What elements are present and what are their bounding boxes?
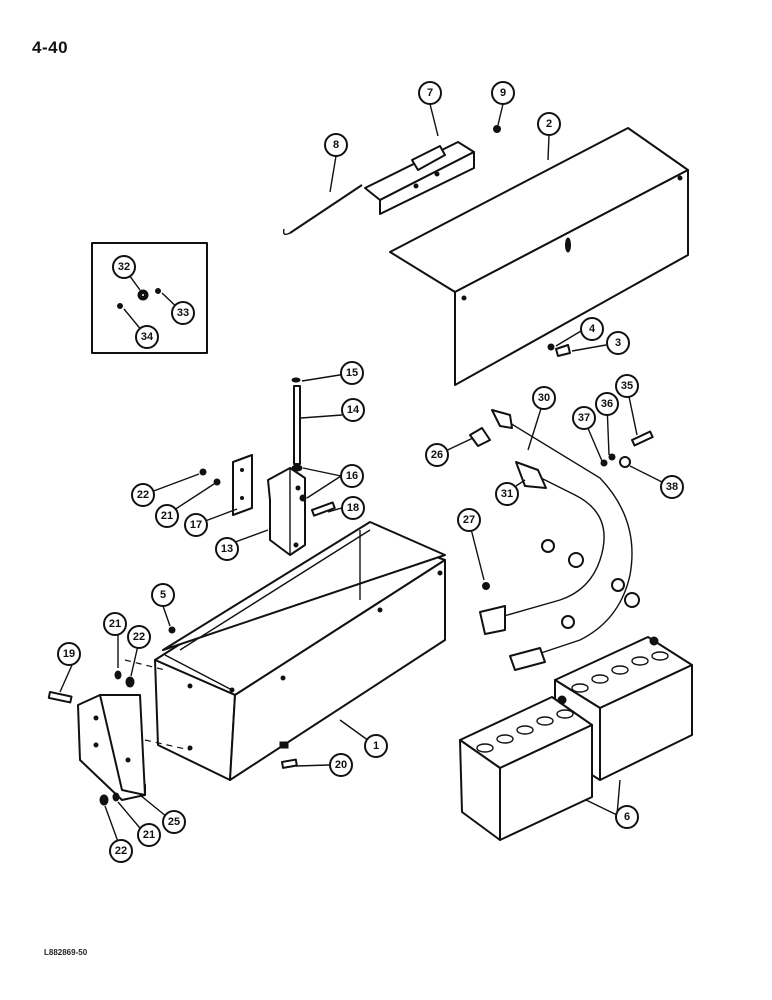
callout-9: 9 [491, 81, 515, 105]
callout-7: 7 [418, 81, 442, 105]
callout-21-b: 21 [103, 612, 127, 636]
batteries [459, 636, 693, 841]
callout-label: 33 [177, 307, 189, 319]
callout-3: 3 [606, 331, 630, 355]
callout-label: 14 [347, 404, 360, 416]
page-number: 4-40 [32, 38, 69, 57]
callout-label: 32 [118, 261, 130, 273]
callout-label: 27 [463, 514, 475, 526]
callout-label: 7 [427, 87, 433, 99]
callout-label: 36 [601, 398, 613, 410]
nut [493, 125, 501, 133]
callout-label: 19 [63, 648, 75, 660]
callout-33: 33 [171, 301, 195, 325]
callout-label: 4 [589, 323, 596, 335]
battery-cables [479, 409, 640, 671]
figure-code: L882869-50 [44, 948, 88, 957]
callout-18: 18 [341, 496, 365, 520]
callout-label: 6 [624, 811, 630, 823]
callout-label: 30 [538, 392, 550, 404]
plate-hardware [47, 670, 298, 806]
callout-5: 5 [151, 583, 175, 607]
callout-label: 22 [133, 631, 145, 643]
callout-label: 38 [666, 481, 678, 493]
callout-label: 3 [615, 337, 621, 349]
callout-35: 35 [615, 374, 639, 398]
cover-bracket [364, 141, 475, 215]
callout-22-a: 22 [131, 483, 155, 507]
callout-label: 20 [335, 759, 347, 771]
battery-box [154, 521, 446, 781]
terminal-hardware [469, 427, 654, 468]
callout-25: 25 [162, 810, 186, 834]
hold-down-rod [291, 377, 303, 472]
callout-label: 5 [160, 589, 166, 601]
callout-17: 17 [184, 513, 208, 537]
hold-down-strap [232, 454, 253, 516]
latch-rod [282, 184, 363, 236]
callout-label: 15 [346, 367, 358, 379]
callout-label: 37 [578, 412, 590, 424]
callout-36: 36 [595, 392, 619, 416]
callout-label: 16 [346, 470, 358, 482]
callout-38: 38 [660, 475, 684, 499]
callout-label: 21 [109, 618, 121, 630]
callout-22-c: 22 [109, 839, 133, 863]
callout-label: 1 [373, 740, 379, 752]
callout-6: 6 [615, 805, 639, 829]
callout-label: 8 [333, 139, 339, 151]
cover-hardware [547, 343, 571, 357]
callout-label: 22 [115, 845, 127, 857]
callout-label: 9 [500, 87, 506, 99]
callout-label: 26 [431, 449, 443, 461]
bracket-hardware [199, 468, 336, 517]
callout-32: 32 [112, 255, 136, 279]
callout-21-c: 21 [137, 823, 161, 847]
callout-14: 14 [341, 398, 365, 422]
hold-down-bracket [267, 467, 306, 556]
callout-19: 19 [57, 642, 81, 666]
callout-1: 1 [364, 734, 388, 758]
callout-label: 21 [143, 829, 155, 841]
callout-2: 2 [537, 112, 561, 136]
callout-label: 31 [501, 488, 513, 500]
callout-8: 8 [324, 133, 348, 157]
callout-37: 37 [572, 406, 596, 430]
callout-label: 22 [137, 489, 149, 501]
callout-label: 34 [141, 331, 154, 343]
callout-20: 20 [329, 753, 353, 777]
callout-13: 13 [215, 537, 239, 561]
callout-21-a: 21 [155, 504, 179, 528]
callout-26: 26 [425, 443, 449, 467]
callout-15: 15 [340, 361, 364, 385]
callout-label: 18 [347, 502, 359, 514]
callout-30: 30 [532, 386, 556, 410]
callout-27: 27 [457, 508, 481, 532]
callout-label: 17 [190, 519, 202, 531]
callout-4: 4 [580, 317, 604, 341]
callout-34: 34 [135, 325, 159, 349]
callout-label: 25 [168, 816, 180, 828]
battery-box-cover [389, 127, 689, 386]
callout-label: 2 [546, 118, 552, 130]
callout-22-b: 22 [127, 625, 151, 649]
callout-label: 35 [621, 380, 633, 392]
callout-label: 21 [161, 510, 173, 522]
callout-label: 13 [221, 543, 233, 555]
mounting-plate [77, 659, 191, 801]
callout-16: 16 [340, 464, 364, 488]
callout-31: 31 [495, 482, 519, 506]
